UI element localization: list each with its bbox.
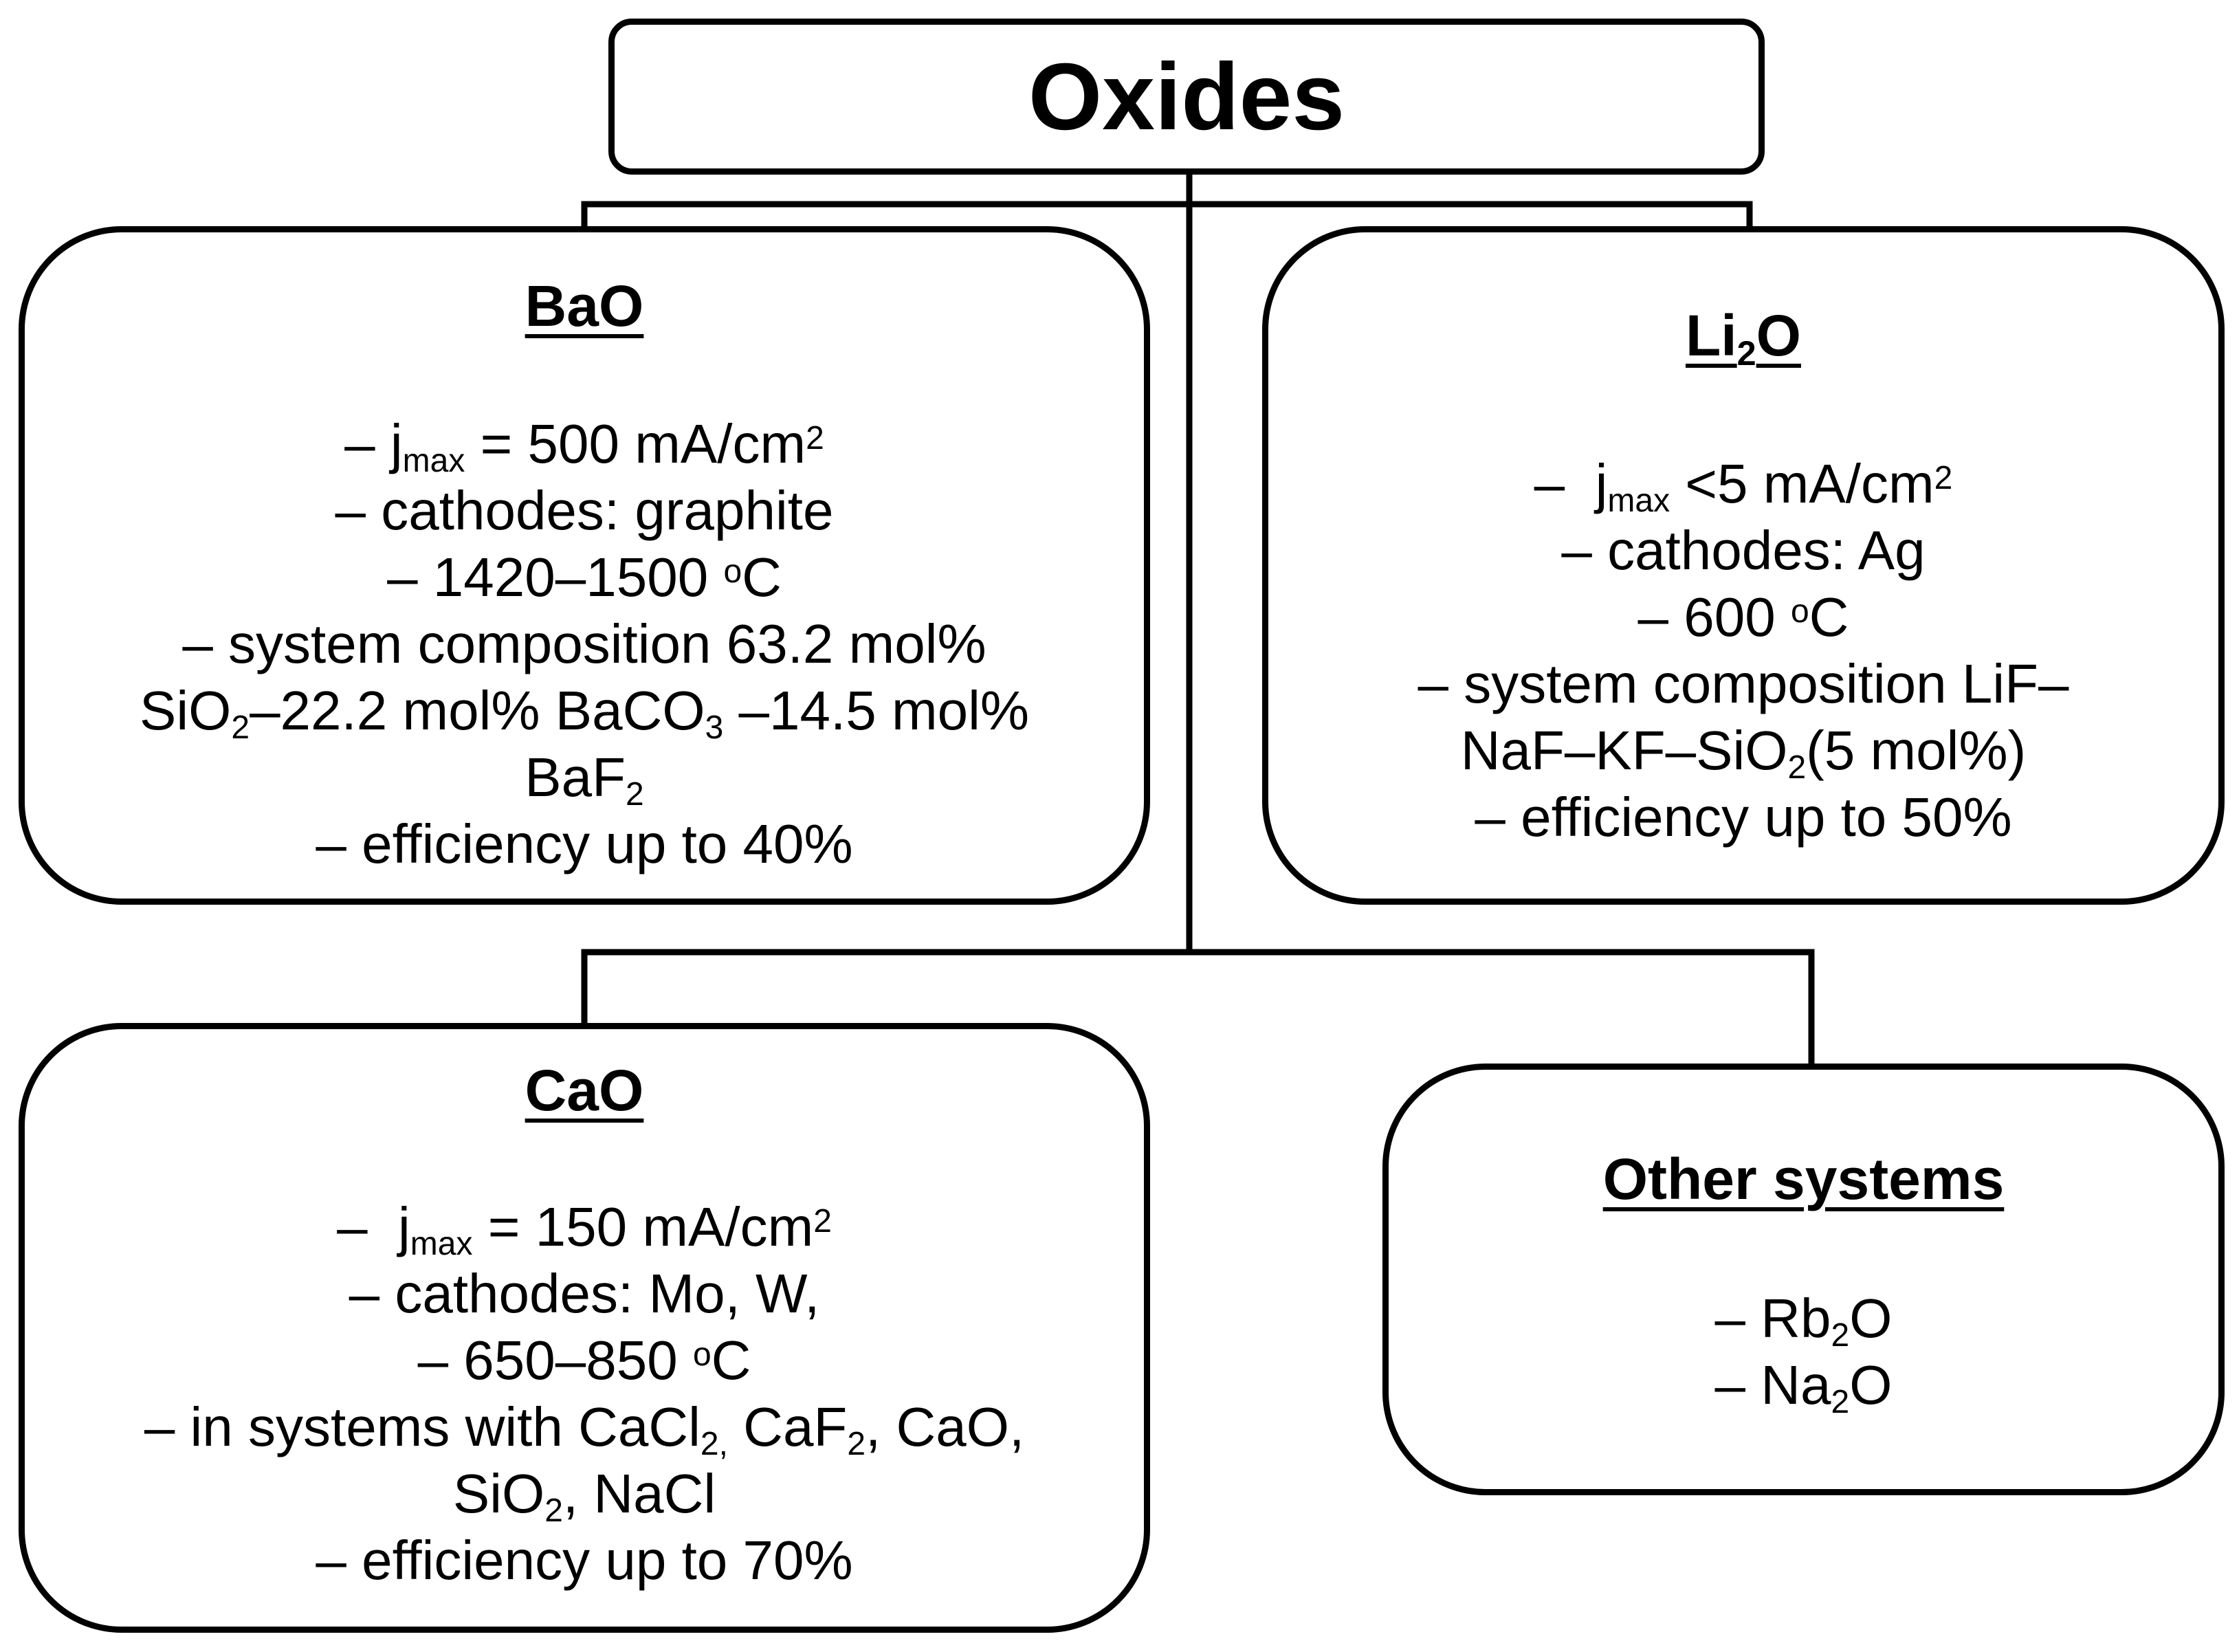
node-cao: CaO – jmax = 150 mA/cm2– cathodes: Mo, W… xyxy=(19,1023,1150,1633)
node-li2o-details: – jmax <5 mA/cm2– cathodes: Ag– 600 oC– … xyxy=(1418,450,2069,850)
detail-line: BaF2 xyxy=(525,747,644,813)
detail-line: – jmax <5 mA/cm2 xyxy=(1534,453,1953,520)
detail-line: – cathodes: Mo, W, xyxy=(349,1263,820,1324)
node-bao-title: BaO xyxy=(525,274,644,338)
detail-line: SiO2–22.2 mol% BaCO3 –14.5 mol% xyxy=(140,680,1029,747)
root-node-oxides: Oxides xyxy=(608,19,1765,175)
detail-line: – 1420–1500 oC xyxy=(387,547,782,608)
detail-line: – jmax = 150 mA/cm2 xyxy=(337,1196,832,1263)
node-other-systems: Other systems – Rb2O– Na2O xyxy=(1382,1064,2225,1495)
node-cao-details: – jmax = 150 mA/cm2– cathodes: Mo, W,– 6… xyxy=(144,1193,1024,1594)
node-other-systems-details: – Rb2O– Na2O xyxy=(1714,1285,1893,1421)
node-li2o: Li2O – jmax <5 mA/cm2– cathodes: Ag– 600… xyxy=(1262,226,2225,905)
detail-line: – efficiency up to 50% xyxy=(1475,786,2012,848)
detail-line: – 600 oC xyxy=(1637,586,1849,648)
detail-line: – system composition LiF– xyxy=(1418,653,2069,714)
detail-line: – efficiency up to 70% xyxy=(316,1530,853,1591)
node-other-systems-title: Other systems xyxy=(1602,1147,2005,1211)
detail-line: – Na2O xyxy=(1714,1354,1893,1421)
detail-line: NaF–KF–SiO2(5 mol%) xyxy=(1460,720,2027,786)
detail-line: – cathodes: Ag xyxy=(1561,520,1926,581)
node-bao-details: – jmax = 500 mA/cm2– cathodes: graphite–… xyxy=(140,410,1029,877)
detail-line: – system composition 63.2 mol% xyxy=(182,613,986,674)
detail-line: – 650–850 oC xyxy=(417,1330,751,1391)
detail-line: – jmax = 500 mA/cm2 xyxy=(344,413,824,480)
node-cao-title: CaO xyxy=(525,1058,644,1123)
detail-line: – Rb2O xyxy=(1714,1288,1893,1354)
node-bao: BaO – jmax = 500 mA/cm2– cathodes: graph… xyxy=(19,226,1150,905)
root-title: Oxides xyxy=(1028,43,1345,150)
detail-line: – cathodes: graphite xyxy=(335,480,834,541)
node-li2o-title: Li2O xyxy=(1685,303,1802,373)
detail-line: SiO2, NaCl xyxy=(452,1463,716,1530)
detail-line: – efficiency up to 40% xyxy=(316,813,853,874)
detail-line: – in systems with CaCl2, CaF2, CaO, xyxy=(144,1396,1025,1463)
